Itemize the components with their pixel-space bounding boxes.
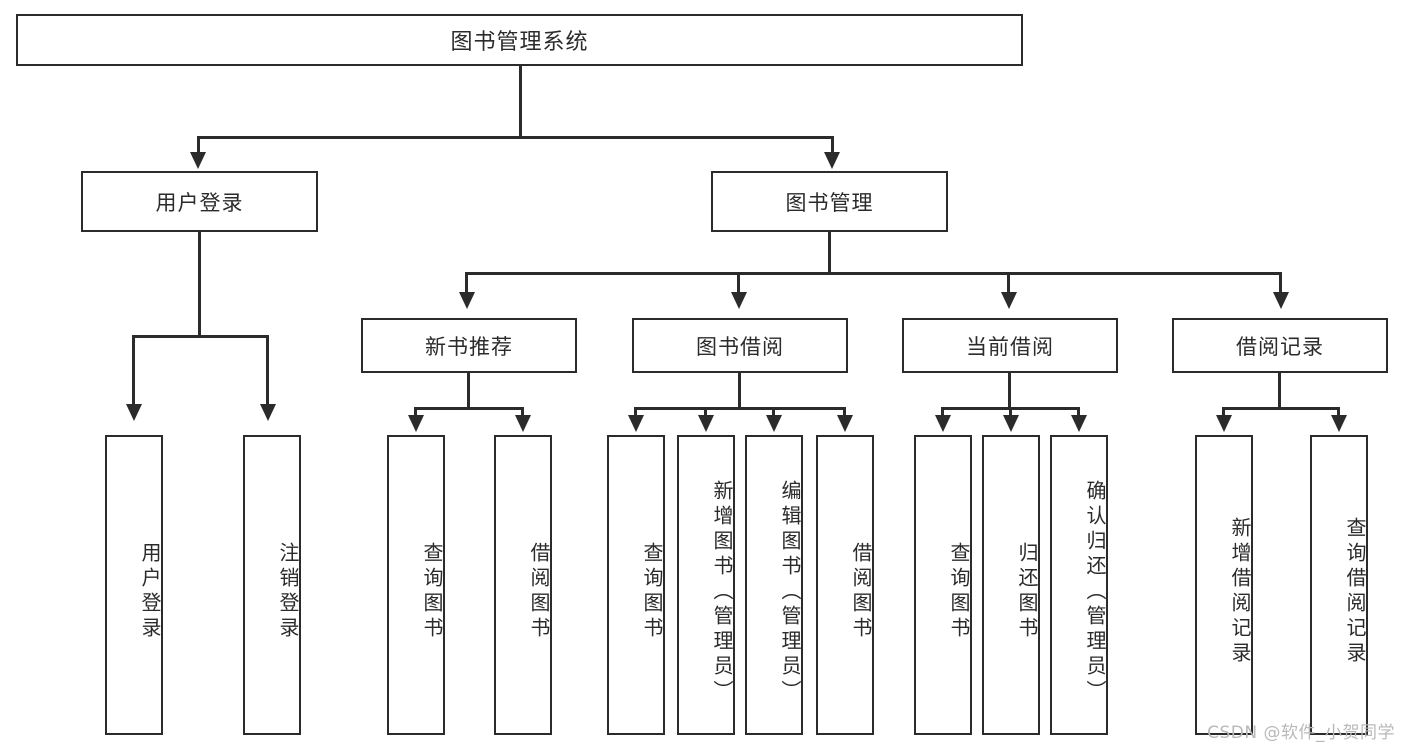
connector-bb-drop-4 [843,407,846,419]
leaf-label: 借阅图书 [527,542,551,642]
node-new-book-recommend[interactable]: 新书推荐 [361,318,577,373]
arrow-to-leaf-confirm-return [1071,415,1087,432]
arrow-to-borrow-record [1273,292,1289,309]
connector-user-login-drop-1 [132,335,135,407]
arrow-to-current-borrow [1001,292,1017,309]
leaf-return-book[interactable]: 归还图书 [982,435,1040,735]
node-label: 当前借阅 [966,334,1054,359]
leaf-user-login[interactable]: 用户登录 [105,435,163,735]
arrow-to-leaf-edit-book [766,415,782,432]
connector-bm-drop-new-book [465,272,468,296]
arrow-to-leaf-borrow-book-2 [837,415,853,432]
connector-borrow-record-stem [1278,373,1281,409]
connector-new-book-bus [414,407,524,410]
connector-borrow-record-bus [1222,407,1340,410]
leaf-add-borrow-record[interactable]: 新增借阅记录 [1195,435,1253,735]
node-label: 借阅记录 [1236,334,1324,359]
arrow-to-leaf-return-book [1003,415,1019,432]
leaf-label: 确认归还（管理员） [1083,479,1107,705]
connector-bm-drop-current-borrow [1007,272,1010,296]
node-user-login[interactable]: 用户登录 [81,171,318,232]
connector-root-stem [519,66,522,138]
connector-user-login-stem [198,232,201,337]
node-book-management[interactable]: 图书管理 [711,171,948,232]
leaf-edit-book[interactable]: 编辑图书（管理员） [745,435,803,735]
connector-new-book-drop-2 [521,407,524,419]
leaf-label: 用户登录 [138,542,162,642]
arrow-to-new-book-recommend [459,292,475,309]
leaf-label: 新增借阅记录 [1228,517,1252,667]
connector-bb-drop-2 [704,407,707,419]
leaf-borrow-book-borrow[interactable]: 借阅图书 [816,435,874,735]
arrow-to-leaf-query-book-1 [408,415,424,432]
connector-user-login-drop-2 [266,335,269,407]
node-label: 图书管理 [785,190,874,215]
arrow-to-leaf-query-book-2 [628,415,644,432]
connector-root-to-book-management [831,136,834,156]
node-label: 图书管理系统 [450,30,589,55]
leaf-label: 注销登录 [276,542,300,642]
connector-bb-drop-1 [634,407,637,419]
arrow-to-leaf-add-book [698,415,714,432]
node-label: 图书借阅 [696,334,784,359]
leaf-label: 查询借阅记录 [1343,517,1367,667]
connector-root-bus [197,136,834,139]
leaf-label: 归还图书 [1015,542,1039,642]
leaf-label: 借阅图书 [849,542,873,642]
connector-br-drop-1 [1222,407,1225,419]
arrow-to-book-management [824,152,840,169]
arrow-to-leaf-query-book-3 [935,415,951,432]
arrow-to-leaf-logout-login [260,404,276,421]
arrow-to-leaf-add-record [1216,415,1232,432]
leaf-label: 查询图书 [420,542,444,642]
leaf-query-book-borrow[interactable]: 查询图书 [607,435,665,735]
node-root-book-management-system[interactable]: 图书管理系统 [16,14,1023,66]
leaf-label: 查询图书 [640,542,664,642]
connector-cb-drop-1 [941,407,944,419]
connector-book-borrow-stem [738,373,741,409]
arrow-to-leaf-borrow-book-1 [515,415,531,432]
leaf-confirm-return[interactable]: 确认归还（管理员） [1050,435,1108,735]
leaf-label: 查询图书 [947,542,971,642]
leaf-logout-login[interactable]: 注销登录 [243,435,301,735]
connector-root-to-user-login [197,136,200,156]
connector-bb-drop-3 [772,407,775,419]
leaf-label: 编辑图书（管理员） [778,479,802,705]
connector-br-drop-2 [1337,407,1340,419]
node-borrow-record[interactable]: 借阅记录 [1172,318,1388,373]
leaf-borrow-book-new-recommend[interactable]: 借阅图书 [494,435,552,735]
connector-new-book-drop-1 [414,407,417,419]
connector-bm-drop-borrow-record [1279,272,1282,296]
connector-book-management-bus [465,272,1282,275]
node-book-borrow[interactable]: 图书借阅 [632,318,848,373]
connector-current-borrow-stem [1008,373,1011,409]
arrow-to-user-login [190,152,206,169]
connector-cb-drop-3 [1077,407,1080,419]
connector-cb-drop-2 [1009,407,1012,419]
leaf-query-book-current[interactable]: 查询图书 [914,435,972,735]
connector-bm-drop-book-borrow [737,272,740,296]
arrow-to-leaf-user-login [126,404,142,421]
connector-new-book-stem [467,373,470,409]
connector-user-login-bus [132,335,269,338]
leaf-query-book-new-recommend[interactable]: 查询图书 [387,435,445,735]
connector-book-management-stem [828,232,831,274]
node-label: 新书推荐 [425,334,513,359]
leaf-label: 新增图书（管理员） [710,479,734,705]
leaf-add-book[interactable]: 新增图书（管理员） [677,435,735,735]
leaf-query-borrow-record[interactable]: 查询借阅记录 [1310,435,1368,735]
arrow-to-leaf-query-record [1331,415,1347,432]
arrow-to-book-borrow [731,292,747,309]
node-current-borrow[interactable]: 当前借阅 [902,318,1118,373]
connector-book-borrow-bus [634,407,846,410]
node-label: 用户登录 [155,190,244,215]
